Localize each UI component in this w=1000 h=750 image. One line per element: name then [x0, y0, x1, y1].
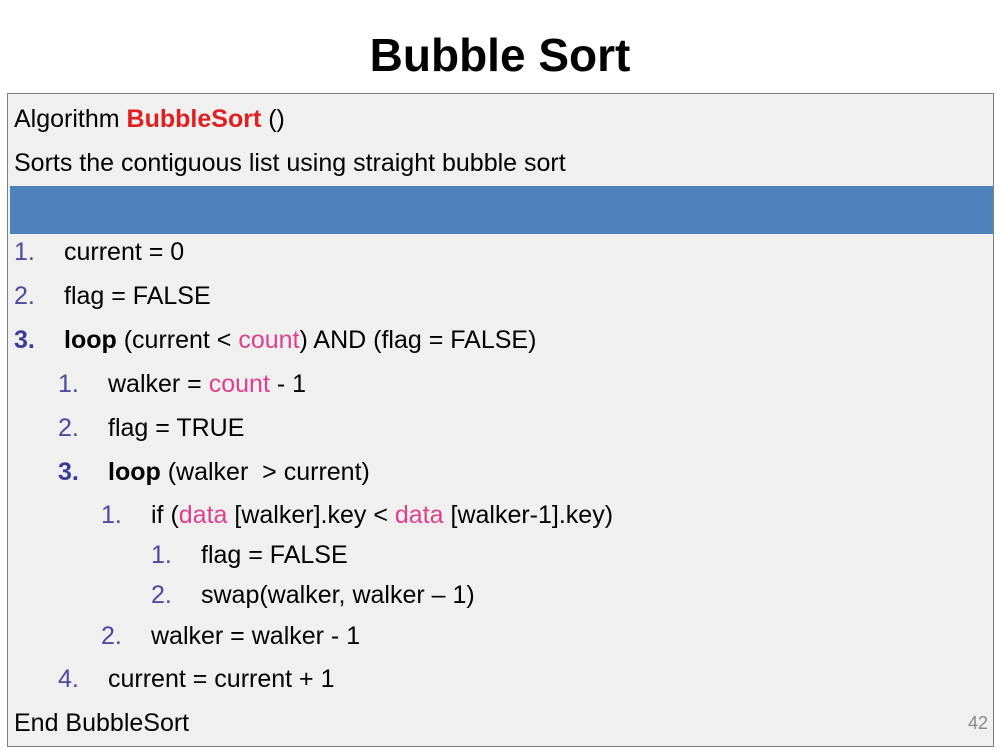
page-number: 42 [967, 713, 988, 733]
step-text-part: walker = [108, 370, 209, 398]
step-text: current = 0 [64, 238, 185, 266]
step-text-part: (walker > current) [160, 458, 370, 486]
algorithm-footer: End BubbleSort [14, 709, 190, 737]
step-text-part: [walker-1].key) [443, 501, 614, 529]
step-number: 2. [14, 282, 35, 310]
step-text-part: [walker].key < [227, 501, 395, 529]
substep-number: 3. [58, 458, 79, 486]
step-number: 1. [14, 238, 35, 266]
highlight-count: count [208, 370, 270, 398]
highlight-data: data [178, 501, 228, 529]
substep-text: walker = count - 1 [108, 369, 306, 399]
highlight-band [10, 186, 993, 234]
algorithm-suffix: () [261, 105, 285, 133]
subsubstep-text: if (data [walker].key < data [walker-1].… [151, 500, 613, 530]
algorithm-header: Algorithm BubbleSort () [14, 104, 285, 134]
keyword-loop: loop [64, 326, 117, 354]
step-text-part: ) AND (flag = FALSE) [299, 326, 537, 354]
highlight-data: data [394, 501, 444, 529]
subsubstep-text: walker = walker - 1 [151, 622, 361, 650]
substep-number: 4. [58, 665, 79, 693]
level4-step-number: 2. [151, 581, 172, 609]
slide-title: Bubble Sort [369, 29, 631, 81]
algorithm-name: BubbleSort [126, 105, 262, 133]
step-text: loop (current < count) AND (flag = FALSE… [64, 325, 536, 355]
step-text-part: if ( [151, 501, 179, 529]
subsubstep-number: 1. [101, 501, 122, 529]
substep-text: current = current + 1 [108, 665, 335, 693]
substep-number: 2. [58, 414, 79, 442]
substep-text: flag = TRUE [108, 414, 245, 442]
subsubstep-number: 2. [101, 622, 122, 650]
step-text: flag = FALSE [64, 282, 211, 310]
step-number: 3. [14, 326, 35, 354]
algorithm-prefix: Algorithm [14, 105, 127, 133]
highlight-count: count [238, 326, 300, 354]
step-text-part: (current < [116, 326, 239, 354]
substep-text: loop (walker > current) [108, 457, 370, 487]
keyword-loop: loop [108, 458, 161, 486]
level4-step-text: flag = FALSE [201, 541, 348, 569]
level4-step-number: 1. [151, 541, 172, 569]
step-text-part: - 1 [269, 370, 307, 398]
algorithm-description: Sorts the contiguous list using straight… [14, 149, 566, 177]
substep-number: 1. [58, 370, 79, 398]
level4-step-text: swap(walker, walker – 1) [201, 581, 475, 609]
